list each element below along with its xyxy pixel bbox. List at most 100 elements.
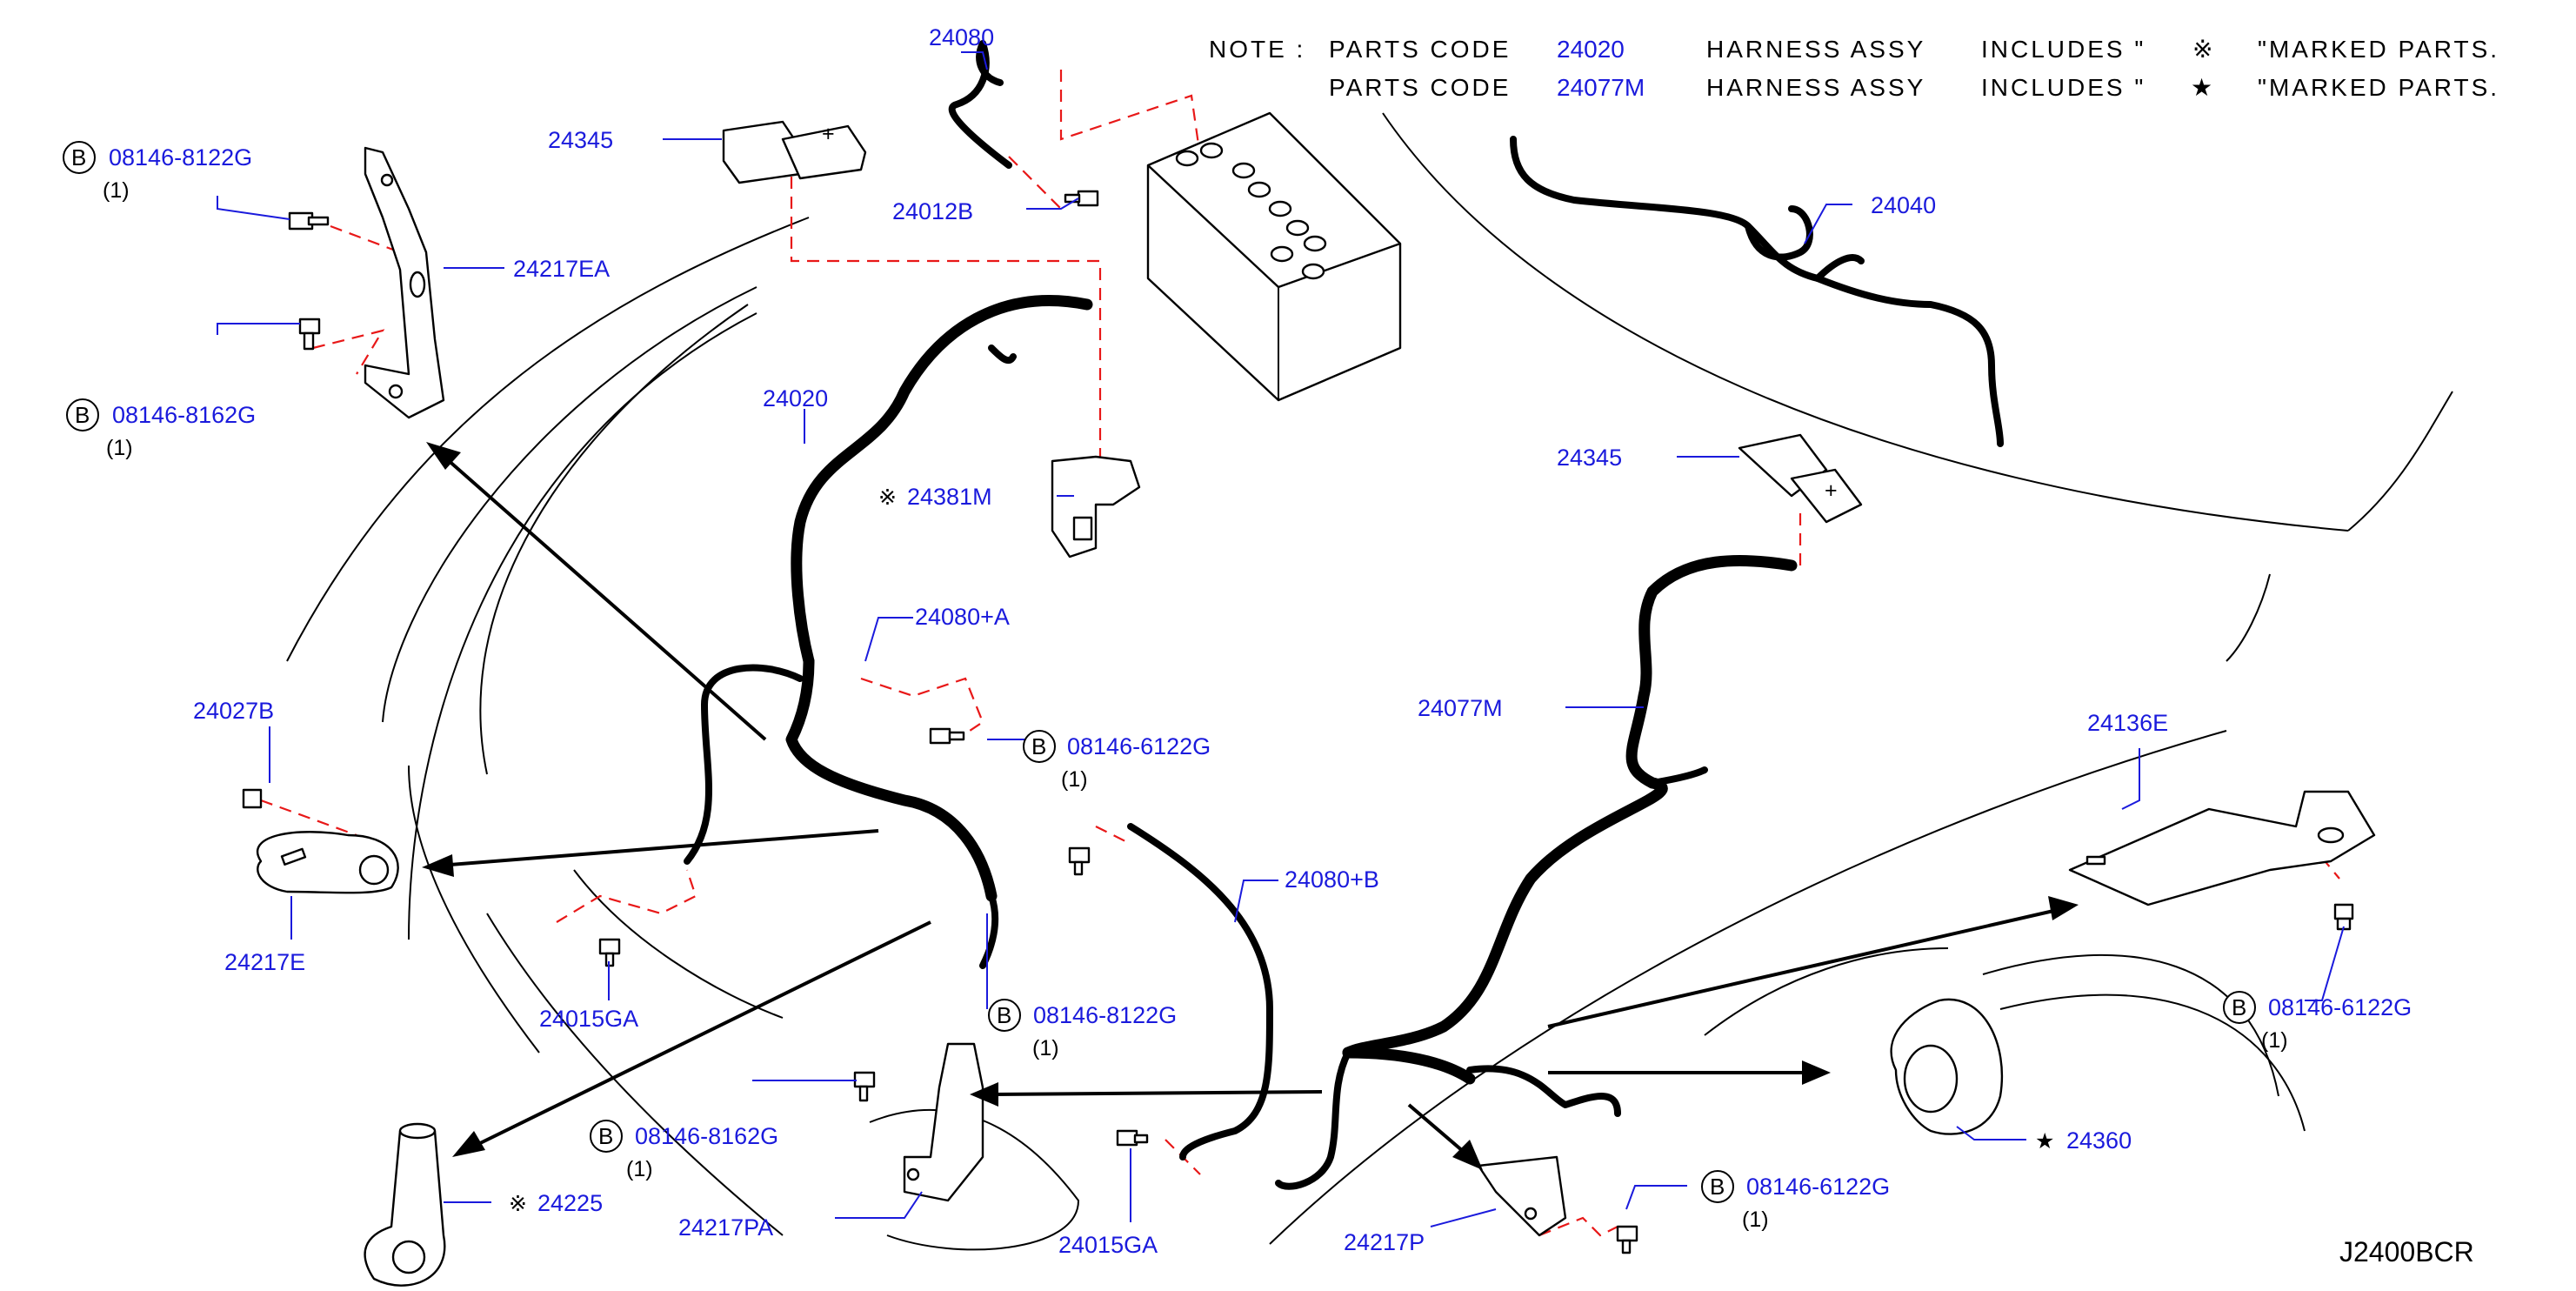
label-24012B[interactable]: 24012B	[892, 198, 973, 224]
label-24217PA[interactable]: 24217PA	[678, 1214, 773, 1241]
label-24080[interactable]: 24080	[929, 24, 994, 50]
note-words-2: PARTS CODE	[1329, 74, 1511, 101]
note-code-2[interactable]: 24077M	[1557, 74, 1645, 101]
label-24020[interactable]: 24020	[763, 385, 828, 411]
parts-note: NOTE : PARTS CODE 24020 HARNESS ASSY INC…	[1209, 36, 2499, 101]
note-tail-2: "MARKED PARTS.	[2258, 74, 2499, 101]
cable-24080-plus-b[interactable]	[1127, 823, 1273, 1161]
bolt-icon[interactable]	[1068, 846, 1091, 876]
label-24360[interactable]: 24360	[2066, 1127, 2132, 1154]
svg-text:08146-8122G: 08146-8122G	[109, 144, 252, 171]
bolt-callout[interactable]: B 08146-8122G (1)	[988, 999, 1177, 1060]
battery[interactable]	[1146, 111, 1402, 402]
terminal-cover-24345-top[interactable]: +	[722, 120, 867, 184]
bolt-icon[interactable]	[1116, 1129, 1149, 1147]
note-includes-2: INCLUDES "	[1981, 74, 2146, 101]
label-24217P[interactable]: 24217P	[1344, 1229, 1425, 1255]
bolt-callout[interactable]: B 08146-6122G (1)	[1701, 1170, 1890, 1232]
bolt-callouts: B 08146-8122G (1) B 08146-8162G (1) B 08…	[63, 141, 2412, 1232]
harness-24020[interactable]	[684, 295, 1093, 969]
note-code-1[interactable]: 24020	[1557, 36, 1625, 63]
label-24040[interactable]: 24040	[1871, 192, 1936, 218]
label-24225[interactable]: 24225	[537, 1190, 603, 1216]
label-24077M[interactable]: 24077M	[1418, 695, 1503, 721]
figure-code: J2400BCR	[2339, 1236, 2474, 1268]
fusible-link-24381M[interactable]	[1051, 455, 1141, 559]
svg-text:(1): (1)	[103, 178, 130, 203]
ref-mark-24225: ※	[509, 1192, 527, 1216]
svg-text:(1): (1)	[106, 436, 133, 460]
svg-text:08146-8162G: 08146-8162G	[635, 1123, 778, 1149]
arrow-to-24217EA	[437, 451, 767, 741]
terminal-cover-24345-right[interactable]: +	[1738, 433, 1863, 524]
svg-text:B: B	[1710, 1174, 1725, 1200]
bolt-icon[interactable]	[1616, 1225, 1638, 1254]
bolt-icon[interactable]	[298, 318, 321, 351]
svg-text:B: B	[71, 144, 86, 171]
label-24381M[interactable]: 24381M	[907, 484, 992, 510]
bracket-24217E[interactable]	[256, 831, 399, 894]
star-mark: ★	[2191, 74, 2215, 101]
part-labels: 24080 24345 24012B 24217EA 24020 ※ 24381…	[193, 24, 2168, 1258]
ref-mark-24381M: ※	[878, 485, 897, 510]
svg-text:(1): (1)	[2261, 1028, 2288, 1053]
harness-24077M[interactable]	[1275, 554, 1798, 1190]
cable-24080[interactable]	[948, 40, 1012, 169]
grommet-24360[interactable]	[1890, 998, 2004, 1135]
label-24027B[interactable]: 24027B	[193, 698, 274, 724]
svg-text:B: B	[1031, 733, 1046, 759]
bolt-icon[interactable]	[288, 211, 330, 231]
vehicle-body-outline	[286, 112, 2453, 1251]
label-24015GA-bottom[interactable]: 24015GA	[1058, 1232, 1158, 1258]
bracket-24217EA[interactable]	[364, 146, 445, 419]
direction-arrows	[422, 442, 2079, 1170]
leader-lines	[217, 51, 2345, 1227]
bolt-icon[interactable]	[853, 1071, 876, 1102]
reference-mark: ※	[2192, 36, 2215, 63]
bolt-icon[interactable]	[1064, 190, 1099, 207]
bolt-callout[interactable]: B 08146-8162G (1)	[590, 1120, 778, 1181]
note-prefix: NOTE :	[1209, 36, 1305, 63]
label-24345-right[interactable]: 24345	[1557, 445, 1622, 471]
svg-text:B: B	[75, 402, 90, 428]
bracket-24136E[interactable]	[2068, 790, 2376, 906]
bolt-callout[interactable]: B 08146-6122G (1)	[2223, 991, 2412, 1053]
note-desc-2: HARNESS ASSY	[1706, 74, 1925, 101]
bolt-icon[interactable]	[2333, 903, 2354, 931]
label-24080-plus-b[interactable]: 24080+B	[1285, 866, 1379, 893]
bolt-callout[interactable]: B 08146-8162G (1)	[66, 398, 256, 460]
terminal-plus-mark-right: +	[1825, 478, 1838, 503]
arrow-to-24217PA	[986, 1090, 1323, 1096]
svg-text:(1): (1)	[1061, 767, 1088, 792]
label-24015GA-left[interactable]: 24015GA	[539, 1006, 638, 1032]
svg-text:(1): (1)	[1032, 1036, 1059, 1060]
svg-text:(1): (1)	[1742, 1207, 1769, 1232]
harness-24040[interactable]	[1510, 136, 2004, 447]
bolt-icon[interactable]	[929, 727, 965, 745]
note-includes-1: INCLUDES "	[1981, 36, 2146, 63]
terminal-plus-mark: +	[822, 122, 835, 146]
svg-text:B: B	[598, 1123, 613, 1149]
svg-text:08146-6122G: 08146-6122G	[2268, 994, 2412, 1020]
arrow-to-24217P	[1407, 1103, 1472, 1159]
note-words-1: PARTS CODE	[1329, 36, 1511, 63]
label-24136E[interactable]: 24136E	[2087, 710, 2168, 736]
label-24217E[interactable]: 24217E	[224, 949, 305, 975]
svg-text:B: B	[2232, 994, 2246, 1020]
bracket-24217P[interactable]	[1477, 1155, 1567, 1237]
note-desc-1: HARNESS ASSY	[1706, 36, 1925, 63]
svg-text:(1): (1)	[626, 1157, 653, 1181]
label-24217EA[interactable]: 24217EA	[513, 256, 610, 282]
bolt-callout[interactable]: B 08146-6122G (1)	[1023, 730, 1211, 792]
label-24345-top[interactable]: 24345	[548, 127, 613, 153]
terminal-boot-24225[interactable]	[364, 1122, 446, 1287]
arrow-to-24225	[469, 920, 931, 1150]
bolt-callout[interactable]: B 08146-8122G (1)	[63, 141, 252, 203]
arrow-to-24136E	[1547, 907, 2062, 1028]
svg-text:08146-8162G: 08146-8162G	[112, 402, 256, 428]
svg-text:08146-6122G: 08146-6122G	[1746, 1174, 1890, 1200]
label-24080-plus-a[interactable]: 24080+A	[915, 604, 1010, 630]
arrow-to-24217E	[438, 829, 879, 867]
bracket-24217PA[interactable]	[903, 1042, 984, 1202]
bolt-icon[interactable]	[242, 788, 263, 809]
